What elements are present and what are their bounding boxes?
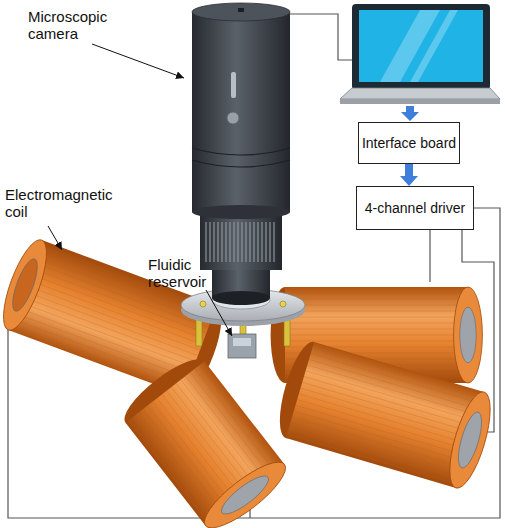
- body-seam: [192, 148, 290, 155]
- laptop-screen: [359, 10, 483, 82]
- grip-ridges: [206, 222, 274, 262]
- winding-line: [157, 398, 237, 501]
- stage-plate: [181, 289, 305, 321]
- winding-line: [285, 299, 468, 300]
- winding-line: [285, 341, 468, 342]
- laptop-base-edge: [340, 99, 500, 104]
- fluidic-reservoir: [228, 334, 256, 358]
- camera-slider: [231, 72, 236, 98]
- camera-button: [227, 112, 239, 124]
- screw: [200, 301, 206, 307]
- box-label: Interface board: [362, 135, 456, 151]
- coil-wire: [429, 230, 430, 282]
- screen-glare: [410, 10, 458, 82]
- winding-line: [181, 380, 261, 483]
- winding-line: [285, 323, 468, 324]
- camera-top: [192, 3, 290, 21]
- coil-core: [460, 307, 476, 363]
- winding-line: [302, 382, 472, 432]
- laptop-lid: [352, 4, 490, 90]
- camera-cable: [290, 14, 352, 60]
- winding-line: [129, 420, 209, 523]
- winding-line: [290, 423, 460, 473]
- coil-core: [454, 410, 487, 470]
- winding-line: [17, 307, 192, 372]
- winding-line: [133, 417, 213, 520]
- winding-line: [167, 391, 247, 494]
- reservoir-window: [233, 338, 251, 346]
- part-label: Fluidic reservoir: [148, 256, 220, 290]
- coil-end: [0, 235, 55, 335]
- winding-line: [285, 335, 468, 336]
- camera-lens: [212, 291, 270, 305]
- camera-body-rim: [192, 205, 290, 219]
- winding-line: [186, 376, 266, 479]
- winding-line: [312, 348, 482, 398]
- winding-line: [285, 305, 468, 306]
- winding-line: [195, 369, 275, 472]
- cable-port: [238, 8, 244, 12]
- winding-line: [297, 400, 467, 450]
- winding-line: [190, 372, 270, 475]
- winding-line: [152, 402, 232, 505]
- winding-line: [299, 394, 469, 444]
- winding-line: [304, 377, 474, 427]
- signal-arrow: [400, 164, 418, 186]
- winding-line: [21, 296, 196, 361]
- camera-body: [192, 12, 290, 212]
- winding-line: [138, 413, 218, 516]
- winding-line: [162, 394, 242, 497]
- laptop-base: [340, 88, 500, 99]
- part-label: Electromagnetic coil: [5, 186, 130, 220]
- winding-line: [285, 317, 468, 318]
- grip-ridge: [206, 222, 274, 262]
- winding-line: [301, 388, 471, 438]
- coil-group: [116, 338, 498, 528]
- winding-line: [285, 311, 468, 312]
- leader-line: [206, 290, 232, 336]
- coil-core: [217, 470, 273, 519]
- process-box: Interface board: [358, 122, 460, 164]
- box-label: 4-channel driver: [365, 200, 465, 216]
- winding-line: [287, 434, 457, 484]
- leader-line: [48, 226, 62, 250]
- winding-line: [307, 365, 477, 415]
- coil-end: [442, 388, 499, 492]
- winding-line: [25, 285, 200, 350]
- body-seam: [192, 160, 290, 167]
- winding-line: [12, 319, 187, 384]
- winding-line: [295, 405, 465, 455]
- coil-end: [196, 452, 293, 528]
- winding-line: [148, 405, 228, 508]
- winding-line: [23, 291, 198, 356]
- winding-line: [294, 411, 464, 461]
- coil-end: [454, 287, 483, 383]
- winding-line: [176, 383, 256, 486]
- winding-line: [19, 302, 194, 367]
- leader-line: [92, 44, 184, 78]
- winding-line: [200, 365, 280, 468]
- winding-line: [15, 313, 190, 378]
- electromagnetic-coil: [272, 338, 499, 492]
- winding-line: [171, 387, 251, 490]
- lens-holder: [212, 291, 270, 309]
- winding-line: [309, 359, 479, 409]
- part-label: Microscopic camera: [28, 8, 123, 42]
- process-box: 4-channel driver: [356, 186, 474, 230]
- coil-core: [8, 256, 43, 314]
- winding-line: [285, 293, 468, 294]
- winding-line: [143, 409, 223, 512]
- winding-line: [306, 371, 476, 421]
- winding-line: [311, 354, 481, 404]
- winding-line: [292, 417, 462, 467]
- winding-line: [285, 329, 468, 330]
- electromagnetic-coil: [116, 349, 293, 528]
- winding-line: [289, 428, 459, 478]
- screw: [280, 301, 286, 307]
- signal-arrow: [401, 106, 419, 121]
